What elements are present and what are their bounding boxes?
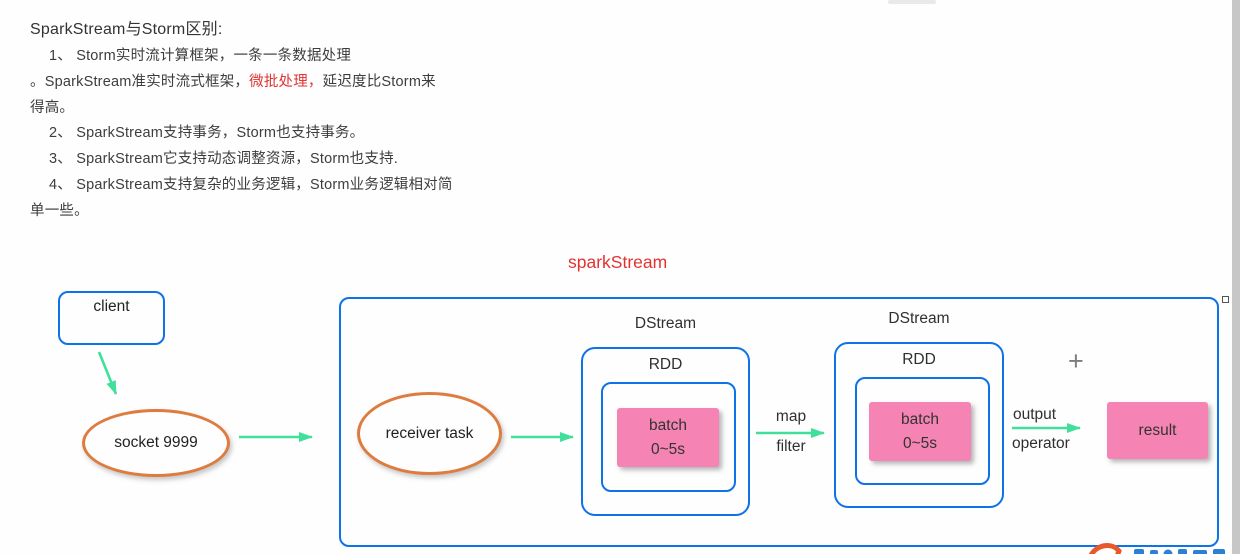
receiver-task-label: receiver task: [385, 424, 474, 442]
watermark-logo-icon: [1088, 543, 1225, 554]
notes-block: SparkStream与Storm区别: 1、 Storm实时流计算框架，一条一…: [30, 16, 470, 225]
arrow-client-to-socket-icon: [97, 351, 118, 395]
note-line-1: 1、 Storm实时流计算框架，一条一条数据处理: [49, 48, 352, 64]
note-line-4: 2、 SparkStream支持事务，Storm也支持事务。: [49, 125, 365, 142]
note-line-2-suffix: 延迟度比Storm来: [322, 73, 436, 90]
dstream2-box: [834, 342, 1004, 508]
notes-title: SparkStream与Storm区别:: [30, 21, 223, 38]
dstream1-batch-interval: 0~5s: [650, 440, 686, 458]
note-line-2-prefix: 。SparkStream准实时流式框架，: [30, 73, 250, 90]
scrollbar[interactable]: [1232, 0, 1240, 554]
client-label: client: [93, 298, 130, 315]
note-line-7: 单一些。: [30, 202, 89, 219]
socket-label: socket 9999: [114, 434, 198, 451]
sparkstream-container: [339, 297, 1219, 547]
output-label: output: [1013, 406, 1057, 423]
dstream2-rdd-label: RDD: [902, 351, 936, 368]
note-line-6: 4、 SparkStream支持复杂的业务逻辑，Storm业务逻辑相对简: [49, 176, 453, 193]
receiver-task-node: receiver task: [357, 392, 502, 475]
dstream2-label: DStream: [888, 310, 950, 327]
note-line-2-highlight: 微批处理，: [249, 73, 323, 90]
dstream1-batch-node: batch 0~5s: [617, 408, 719, 467]
client-node: client: [58, 291, 165, 345]
dstream1-label: DStream: [634, 315, 697, 332]
note-line-3: 得高。: [30, 99, 75, 116]
result-label: result: [1138, 421, 1177, 439]
dstream2-batch-label: batch: [901, 410, 939, 428]
note-line-5: 3、 SparkStream它支持动态调整资源，Storm也支持.: [49, 151, 399, 168]
filter-label: filter: [776, 438, 806, 455]
resize-handle[interactable]: [1222, 296, 1229, 303]
top-edge-fragment: [888, 0, 936, 4]
watermark-logo: [1086, 541, 1234, 554]
operator-label: operator: [1012, 435, 1070, 452]
dstream2-batch-node: batch 0~5s: [869, 402, 971, 461]
map-label: map: [775, 408, 807, 425]
diagram-title: sparkStream: [568, 252, 668, 272]
note-line-2: 。SparkStream准实时流式框架，微批处理，延迟度比Storm来: [30, 70, 470, 96]
dstream2-rdd-box: [855, 377, 990, 485]
dstream1-box: [581, 347, 750, 516]
plus-icon: +: [1068, 346, 1084, 376]
dstream1-rdd-box: [601, 382, 736, 492]
result-node: result: [1107, 402, 1208, 459]
socket-node: socket 9999: [82, 409, 230, 477]
dstream1-rdd-label: RDD: [648, 356, 683, 373]
dstream1-batch-label: batch: [649, 416, 687, 434]
dstream2-batch-interval: 0~5s: [902, 434, 938, 452]
